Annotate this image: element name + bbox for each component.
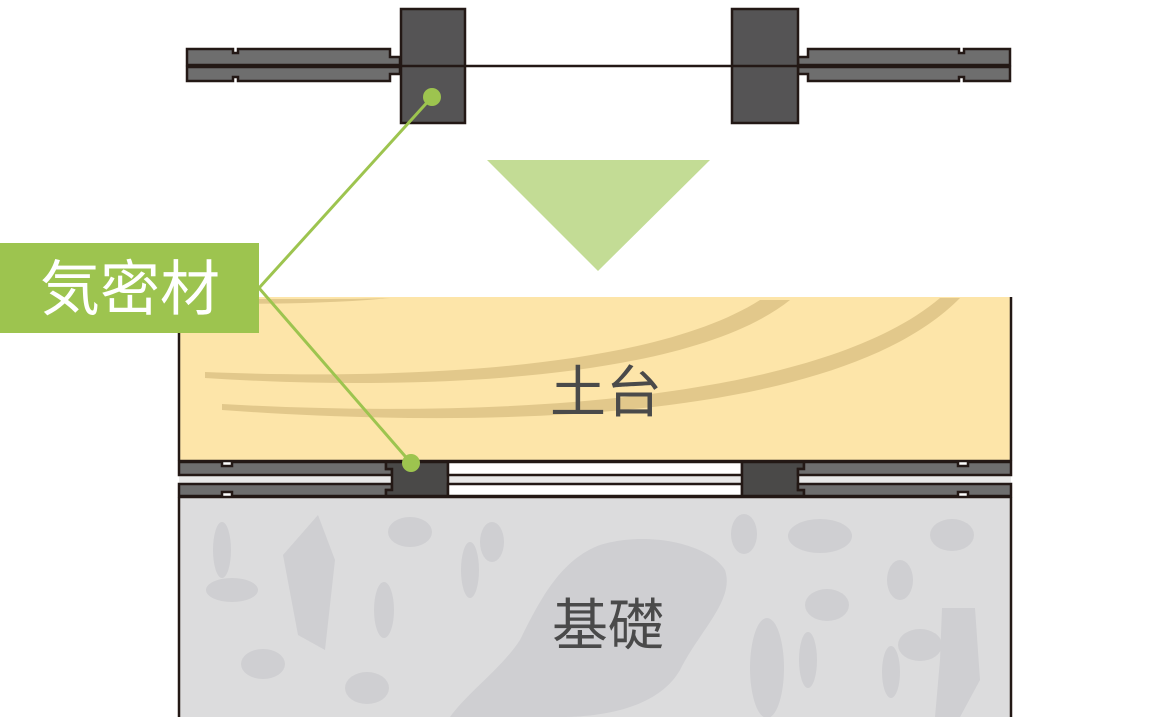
leader-dot	[402, 454, 420, 472]
airtight-material-label: 気密材	[40, 255, 220, 325]
right-airtight-compressed	[740, 460, 806, 498]
center-gap	[446, 460, 744, 477]
left-panel-lower	[177, 482, 394, 498]
center-gap	[446, 482, 744, 498]
left-panel-upper	[177, 460, 394, 477]
right-panel-upper	[796, 47, 1012, 67]
foundation: 基礎	[177, 497, 1013, 717]
down-arrow	[487, 160, 710, 271]
right-panel-lower	[796, 65, 1012, 83]
leader-line	[257, 287, 413, 464]
top-assembly	[185, 7, 1012, 125]
leader-dot	[423, 88, 441, 106]
left-panel-upper	[185, 47, 402, 67]
concrete-stones	[206, 514, 980, 717]
installed-assembly	[177, 459, 1013, 499]
sill: 土台	[177, 297, 1013, 461]
airtight-callout: 気密材	[0, 88, 441, 472]
sill-label: 土台	[550, 361, 662, 426]
foundation-label: 基礎	[552, 594, 664, 659]
left-panel-lower	[185, 65, 402, 83]
right-panel-lower	[796, 482, 1013, 498]
wood-grain	[205, 300, 790, 384]
right-panel-upper	[796, 460, 1013, 477]
leader-line	[257, 95, 434, 290]
label-box	[0, 243, 259, 333]
